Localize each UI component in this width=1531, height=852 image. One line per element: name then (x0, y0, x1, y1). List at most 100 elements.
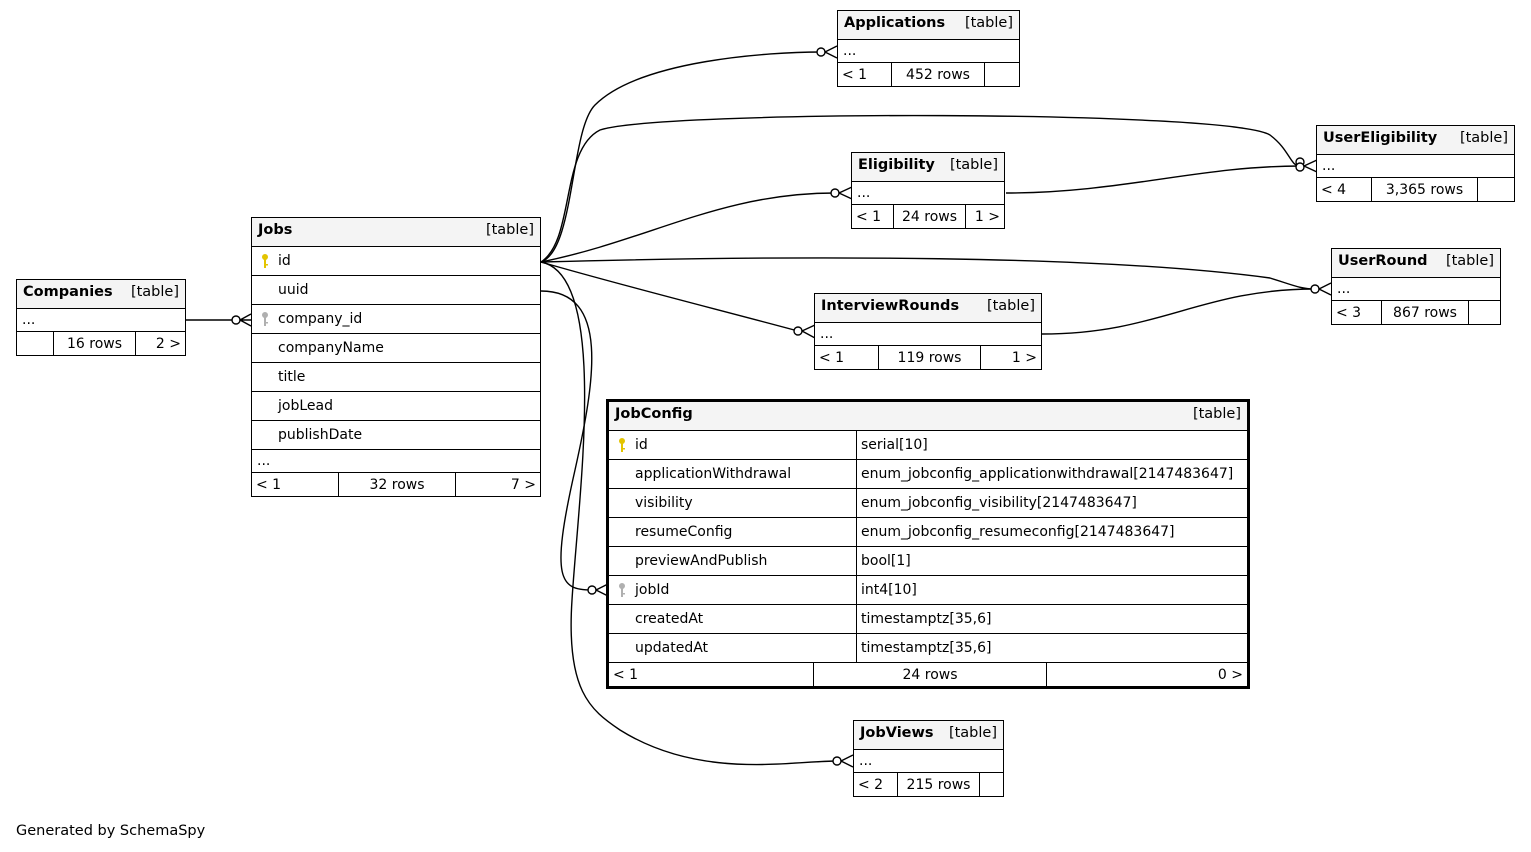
rel-jobs-usereligibility (540, 114, 1301, 263)
table-kind: [table] (1459, 130, 1508, 146)
column-row[interactable]: uuid (252, 276, 540, 305)
table-applications[interactable]: Applications[table] ... < 1 452 rows (837, 10, 1020, 87)
table-jobs[interactable]: Jobs [table] id uuid company_id companyNa… (251, 217, 541, 497)
column-row[interactable]: visibility enum_jobconfig_visibility[214… (609, 489, 1247, 518)
parents-count[interactable]: < 1 (256, 476, 282, 493)
column-type: bool[1] (861, 553, 911, 569)
row-count: 119 rows (878, 346, 981, 369)
column-row[interactable]: companyName (252, 334, 540, 363)
crowfoot-companies-jobs (239, 313, 252, 327)
column-name: publishDate (278, 427, 363, 443)
table-header: UserRound[table] (1332, 249, 1500, 278)
table-header: UserEligibility [table] (1317, 126, 1514, 155)
table-eligibility[interactable]: Eligibility[table] ... < 1 24 rows 1 > (851, 152, 1005, 229)
column-name: applicationWithdrawal (635, 466, 792, 482)
children-count[interactable] (1478, 178, 1514, 201)
crowfoot-applications (824, 45, 838, 59)
table-name: JobViews (860, 725, 934, 741)
rel-jobs-interviewrounds (540, 261, 799, 332)
column-row[interactable]: publishDate (252, 421, 540, 450)
children-count[interactable]: 7 > (510, 476, 536, 493)
table-header: Applications [table] (838, 11, 1019, 40)
children-count[interactable] (1469, 301, 1500, 324)
row-count: 24 rows (813, 663, 1047, 686)
primary-key-icon (252, 247, 278, 275)
column-row[interactable]: title (252, 363, 540, 392)
row-count: 32 rows (338, 473, 456, 496)
column-row[interactable]: jobId int4[10] (609, 576, 1247, 605)
children-count[interactable]: 1 > (1011, 349, 1037, 366)
table-footer: < 4 3,365 rows (1317, 178, 1514, 201)
table-user-eligibility[interactable]: UserEligibility[table] ... < 4 3,365 row… (1316, 125, 1515, 202)
column-row[interactable]: id serial[10] (609, 431, 1247, 460)
rel-interviewrounds-userround (1041, 288, 1316, 335)
column-row[interactable]: applicationWithdrawal enum_jobconfig_app… (609, 460, 1247, 489)
parents-count[interactable]: < 2 (858, 776, 884, 793)
column-name: id (635, 437, 648, 453)
children-count[interactable] (980, 773, 1003, 796)
table-job-views[interactable]: JobViews[table] ... < 2 215 rows (853, 720, 1004, 797)
parents-count[interactable]: < 1 (842, 66, 868, 83)
column-name: jobId (635, 582, 670, 598)
column-row[interactable]: jobLead (252, 392, 540, 421)
rel-jobs-jobviews (540, 261, 838, 766)
column-type: enum_jobconfig_visibility[2147483647] (861, 495, 1137, 511)
table-name: Applications (844, 15, 946, 31)
rel-endpoint-circle (1310, 284, 1320, 294)
table-kind: [table] (986, 298, 1035, 314)
rel-jobs-userround (540, 257, 1316, 290)
children-count[interactable]: 0 > (1217, 666, 1243, 683)
table-user-round[interactable]: UserRound[table] ... < 3 867 rows (1331, 248, 1501, 325)
table-kind: [table] (1445, 253, 1494, 269)
rel-jobs-eligibility (540, 192, 836, 263)
column-type: enum_jobconfig_resumeconfig[2147483647] (861, 524, 1175, 540)
column-row[interactable]: id (252, 247, 540, 276)
children-count[interactable]: 2 > (155, 335, 181, 352)
table-name: Eligibility (858, 157, 935, 173)
table-footer: < 2 215 rows (854, 773, 1003, 796)
column-name: updatedAt (635, 640, 709, 656)
children-count[interactable]: 1 > (974, 208, 1000, 225)
column-name: id (278, 253, 291, 269)
table-name: UserEligibility (1323, 130, 1438, 146)
parents-count[interactable]: < 1 (613, 666, 639, 683)
row-count: 16 rows (53, 332, 136, 355)
column-row[interactable]: previewAndPublish bool[1] (609, 547, 1247, 576)
column-row[interactable]: resumeConfig enum_jobconfig_resumeconfig… (609, 518, 1247, 547)
table-kind: [table] (964, 15, 1013, 31)
column-row[interactable]: createdAt timestamptz[35,6] (609, 605, 1247, 634)
table-footer: < 1 32 rows 7 > (252, 473, 540, 496)
children-count[interactable] (985, 63, 1019, 86)
rel-endpoint-circle (816, 47, 826, 57)
table-interview-rounds[interactable]: InterviewRounds[table] ... < 1 119 rows … (814, 293, 1042, 370)
more-columns: ... (252, 450, 540, 473)
column-row[interactable]: company_id (252, 305, 540, 334)
table-kind: [table] (949, 157, 998, 173)
column-name: jobLead (278, 398, 333, 414)
parents-count[interactable]: < 1 (819, 349, 845, 366)
table-name: Jobs (258, 222, 293, 238)
column-row[interactable]: updatedAt timestamptz[35,6] (609, 634, 1247, 663)
rel-endpoint-circle (793, 326, 803, 336)
rel-endpoint-circle (587, 585, 597, 595)
more-columns: ... (1332, 278, 1500, 301)
column-type: serial[10] (861, 437, 928, 453)
parents-count[interactable]: < 4 (1321, 181, 1347, 198)
parents-count[interactable] (17, 332, 53, 355)
rel-endpoint-circle (231, 315, 241, 325)
row-count: 3,365 rows (1371, 178, 1478, 201)
table-header: JobConfig[table] (609, 402, 1247, 431)
column-name: companyName (278, 340, 384, 356)
rel-eligibility-usereligibility (1005, 165, 1301, 194)
column-type: timestamptz[35,6] (861, 640, 992, 656)
parents-count[interactable]: < 3 (1336, 304, 1362, 321)
table-job-config[interactable]: JobConfig[table] id serial[10] applicati… (606, 399, 1250, 689)
rel-jobs-applications (540, 51, 822, 263)
table-companies[interactable]: Companies[table] ... 16 rows 2 > (16, 279, 186, 356)
more-columns: ... (854, 750, 1003, 773)
parents-count[interactable]: < 1 (856, 208, 882, 225)
column-type: int4[10] (861, 582, 917, 598)
column-type: timestamptz[35,6] (861, 611, 992, 627)
table-kind: [table] (485, 222, 534, 238)
